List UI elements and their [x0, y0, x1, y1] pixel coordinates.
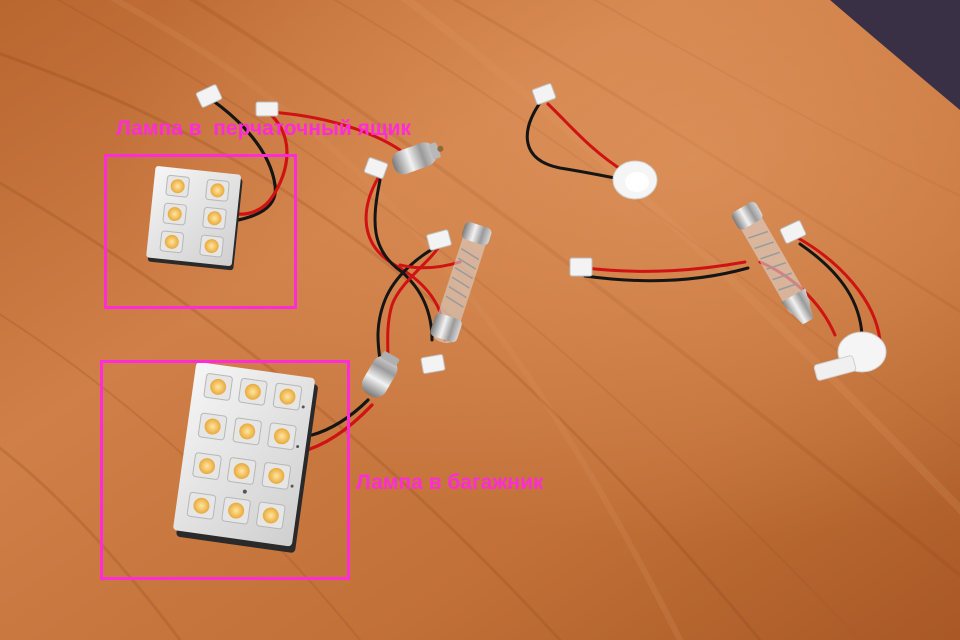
festoon-bulb-left	[430, 222, 492, 344]
plug-connectors	[195, 83, 807, 374]
trunk-lamp-label: Лампа в багажник	[356, 471, 544, 494]
wires-right	[525, 98, 882, 342]
background-corner	[830, 0, 960, 110]
glovebox-leds	[159, 174, 230, 258]
trunk-led-panel	[173, 362, 318, 553]
bayonet-bulb-top	[392, 142, 444, 175]
wedge-bulb-lower	[813, 331, 887, 381]
bayonet-bulb-lower	[361, 351, 400, 398]
glovebox-led-panel	[146, 166, 243, 271]
glovebox-lamp-label: Лампа в перчаточный ящик	[116, 117, 412, 140]
festoon-bulb-right	[731, 201, 814, 325]
wedge-bulb-top	[612, 160, 658, 200]
glovebox-highlight-box	[104, 154, 297, 309]
trunk-leds	[186, 373, 303, 530]
trunk-highlight-box	[100, 360, 350, 580]
